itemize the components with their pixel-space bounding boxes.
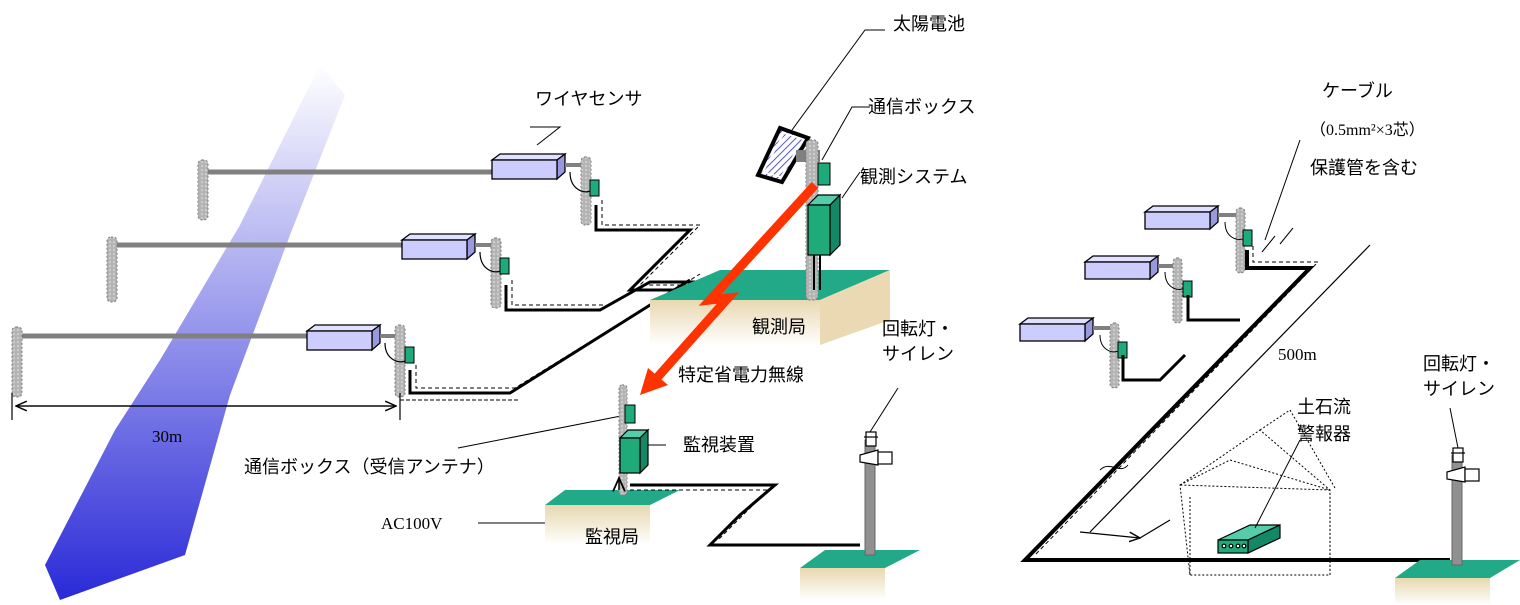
label-cable-spec: （0.5mm²×3芯） [1310,121,1425,139]
leader-lines-right [1261,139,1301,253]
label-comm-box-receiver: 通信ボックス（受信アンテナ） [244,457,495,478]
leader-siren-b [1449,407,1459,449]
label-ac100v: AC100V [381,514,443,533]
wire-sensor-lines [18,169,495,339]
label-wire-sensor: ワイヤセンサ [535,89,642,110]
siren-a-ground [800,550,920,600]
radio-link-arrow [640,181,819,395]
dimension-30m [11,393,401,420]
leader-siren-a [869,387,899,433]
label-siren-a: サイレン [882,344,954,365]
comm-box-observation [817,162,831,186]
label-monitor-station: 監視局 [585,527,639,548]
monitor-to-siren-cable [630,483,860,547]
dimension-500m [1079,244,1371,538]
leader-alarm [1254,439,1301,529]
label-debris-alarm-1: 土石流 [1297,397,1351,418]
observation-system-box [806,193,842,257]
label-rotating-light-a: 回転灯・ [882,319,954,340]
label-distance-500m: 500m [1278,345,1317,364]
label-observation-system: 観測システム [860,167,967,188]
label-cable: ケーブル [1322,80,1393,102]
label-monitor-device: 監視装置 [683,435,755,456]
sensor-poles [11,156,592,398]
label-rotating-light-b: 回転灯・ [1423,354,1495,375]
right-sensor-boxes [1018,204,1220,343]
right-sensor-poles [1109,207,1246,389]
label-solar-panel: 太陽電池 [893,14,965,35]
wire-sensor-boxes [305,152,567,352]
monitor-station-ground [545,490,680,545]
leader-lines-left [457,29,885,524]
label-comm-box: 通信ボックス [868,97,975,118]
cable-runs-right [1020,246,1450,562]
siren-b-ground [1395,560,1520,605]
siren-a-rotating-light [859,431,893,466]
system-cables [813,255,821,290]
stream [45,65,345,600]
comm-box-receiver [624,404,636,424]
label-observation-station: 観測局 [752,317,806,338]
label-debris-alarm-2: 警報器 [1297,424,1351,445]
right-sensor-connectors [1093,213,1253,359]
debris-alarm-device [1217,524,1281,554]
label-distance-30m: 30m [152,427,182,446]
sensor-connectors [380,163,600,364]
label-protective-pipe: 保護管を含む [1310,158,1418,179]
monitor-cable-dash [630,489,770,541]
alarm-house [1179,409,1336,576]
monitor-device [618,428,650,475]
label-siren-b: サイレン [1423,379,1495,400]
label-radio: 特定省電力無線 [678,365,804,386]
